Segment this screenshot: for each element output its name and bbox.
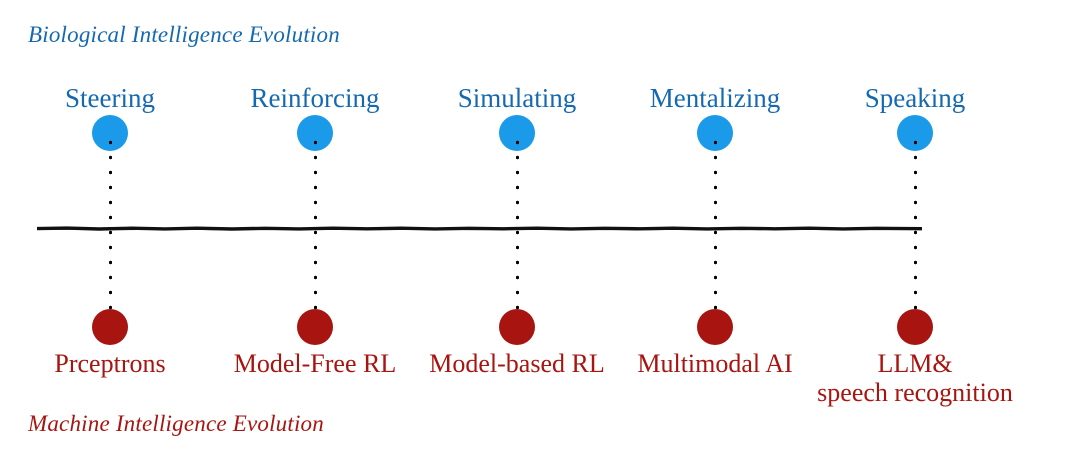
connector-line-4 (714, 135, 717, 329)
connector-line-3 (516, 135, 519, 329)
biological-label-1: Steering (65, 82, 155, 113)
biological-label-4: Mentalizing (649, 82, 781, 113)
timeline-axis (37, 226, 922, 231)
machine-node-1[interactable] (92, 309, 128, 345)
machine-label-3: Model-based RL (429, 349, 605, 378)
biological-label-3: Simulating (457, 82, 577, 113)
machine-evolution-caption: Machine Intelligence Evolution (28, 411, 324, 436)
connector-line-5 (914, 135, 917, 329)
biological-label-2: Reinforcing (250, 82, 380, 113)
machine-label-5-line1: LLM& (877, 349, 953, 378)
machine-label-1: Prceptrons (54, 349, 166, 378)
machine-node-3[interactable] (499, 309, 535, 345)
connector-line-2 (314, 135, 317, 329)
biological-label-5: Speaking (864, 82, 966, 113)
machine-node-5[interactable] (897, 309, 933, 345)
machine-label-5: LLM& speech recognition (785, 349, 1045, 407)
machine-node-4[interactable] (697, 309, 733, 345)
machine-label-4: Multimodal AI (637, 349, 793, 378)
biological-evolution-caption: Biological Intelligence Evolution (28, 22, 340, 47)
machine-label-5-line2: speech recognition (817, 378, 1013, 408)
connector-line-1 (109, 135, 112, 329)
machine-node-2[interactable] (297, 309, 333, 345)
machine-label-2: Model-Free RL (233, 349, 397, 378)
